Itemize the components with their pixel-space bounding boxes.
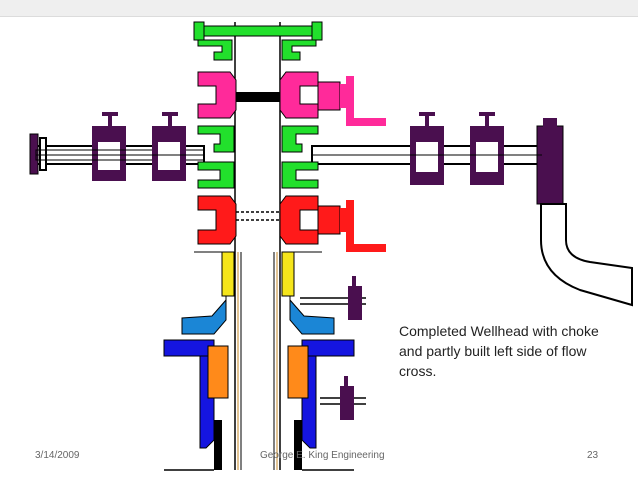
left-gate-valve-1 [35,112,205,181]
casing-head [163,339,355,470]
slide-caption: Completed Wellhead with choke and partly… [399,321,635,381]
right-gate-valve-1 [410,112,444,185]
right-gate-valve-2 [470,112,504,185]
tubing-head [181,251,335,335]
footer-page-number: 23 [587,450,599,461]
lower-valve [197,195,348,245]
lower-handle-icon [346,200,386,252]
tubing-strings [237,252,278,470]
right-outlet-lower [320,376,366,420]
footer-author: George E. King Engineering [260,450,385,461]
middle-flange [197,125,319,189]
left-gate-valve-2 [152,112,186,181]
bore-lines [234,22,281,470]
footer-date: 3/14/2009 [35,450,80,461]
caption-line-2: and partly built left side of flow [399,343,587,359]
slide-top-bar [0,0,638,17]
top-flange [193,21,323,61]
right-outlet-upper [300,276,366,320]
caption-line-3: cross. [399,363,437,379]
caption-line-1: Completed Wellhead with choke [399,323,599,339]
upper-valve [197,71,348,119]
choke-handle-icon [346,76,386,126]
